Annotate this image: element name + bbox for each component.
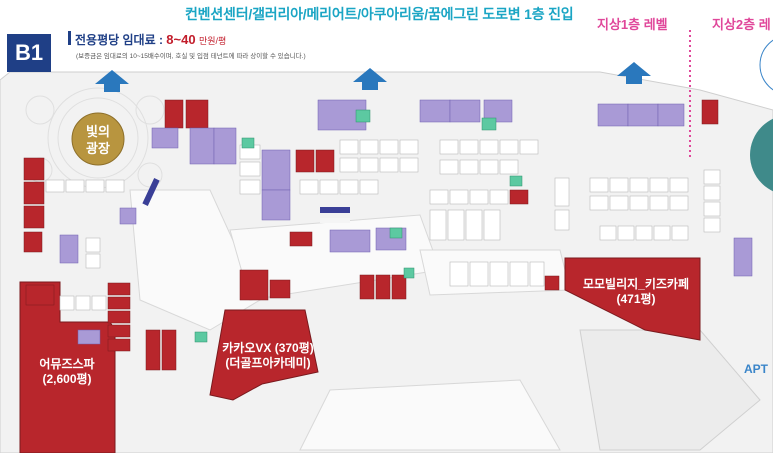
escalators bbox=[142, 178, 350, 223]
arrow-up-icon bbox=[617, 62, 651, 84]
ground2-level-label: 지상2층 레 bbox=[712, 17, 771, 32]
plaza-circle bbox=[71, 112, 125, 166]
rent-unit: 만원/평 bbox=[198, 36, 227, 46]
unit-grid bbox=[45, 139, 721, 311]
red-units bbox=[23, 99, 719, 371]
apt-label: APT bbox=[744, 362, 768, 376]
ground1-level-label: 지상1층 레벨 bbox=[597, 17, 668, 32]
arrow-up-icon bbox=[95, 70, 129, 92]
rent-info: 전용평당 임대료 : 8~40 만원/평 bbox=[75, 31, 226, 48]
anchor-kakaovx bbox=[209, 309, 319, 401]
rent-bar bbox=[68, 31, 71, 45]
green-units bbox=[194, 109, 523, 343]
anchor-momo bbox=[564, 257, 701, 341]
anchor-name: 모모빌리지_키즈카페 bbox=[582, 277, 690, 291]
rent-value: 8~40 bbox=[166, 32, 196, 47]
plaza-line1: 빛의 bbox=[86, 124, 110, 139]
plaza-label: 빛의 광장 bbox=[70, 116, 126, 164]
arrow-up-icon bbox=[353, 68, 387, 90]
entrance-arrows bbox=[95, 62, 651, 92]
anchor-name: 카카오VX (370평) bbox=[222, 341, 314, 355]
anchor-label-momo: 모모빌리지_키즈카페 (471평) bbox=[572, 277, 700, 307]
entrance-banner: 컨벤션센터/갤러리아/메리어트/아쿠아리움/꿈에그린 도로변 1층 진입 bbox=[185, 6, 574, 22]
floor-badge: B1 bbox=[7, 34, 51, 72]
anchor-area: (더골프아카데미) bbox=[225, 356, 311, 370]
anchor-label-kakaovx: 카카오VX (370평) (더골프아카데미) bbox=[213, 341, 323, 371]
anchor-area: (471평) bbox=[616, 292, 656, 306]
anchor-area: (2,600평) bbox=[42, 372, 92, 386]
rent-label: 전용평당 임대료 : bbox=[75, 33, 163, 47]
rent-note: (보증금은 임대료의 10~15배수이며, 호실 및 입점 테넌트에 따라 상이… bbox=[76, 53, 306, 60]
right-circle-top bbox=[759, 39, 773, 91]
anchor-label-amusespa: 어뮤즈스파 (2,600평) bbox=[22, 357, 112, 387]
right-circle-bottom bbox=[750, 118, 773, 192]
anchor-name: 어뮤즈스파 bbox=[39, 357, 95, 371]
plaza-line2: 광장 bbox=[86, 141, 110, 156]
